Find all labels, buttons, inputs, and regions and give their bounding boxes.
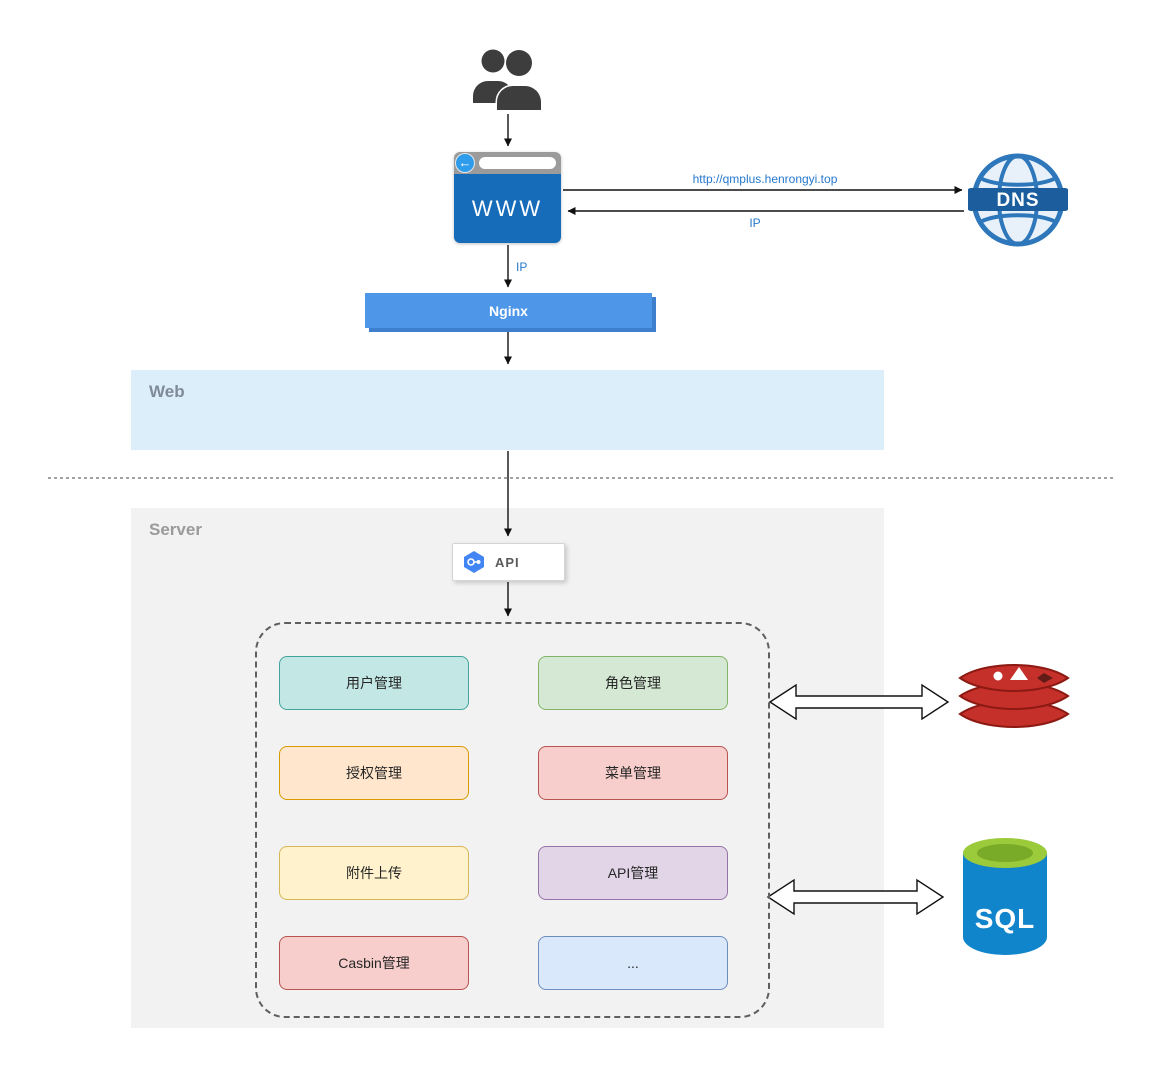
module-label: ...	[627, 955, 639, 971]
module-user-management: 用户管理	[279, 656, 469, 710]
sql-label: SQL	[975, 903, 1036, 934]
module-attachment-upload: 附件上传	[279, 846, 469, 900]
sql-icon-svg: SQL	[963, 838, 1047, 955]
module-label: 授权管理	[346, 765, 402, 781]
api-node: API	[452, 543, 565, 581]
module-label: 附件上传	[346, 865, 402, 881]
redis-icon	[956, 650, 1072, 736]
dns-response-label: IP	[749, 216, 761, 230]
module-label: 用户管理	[346, 675, 402, 691]
users-icon	[468, 46, 546, 114]
globe-latitude-bottom	[979, 213, 1057, 224]
api-label: API	[495, 554, 520, 570]
cylinder-body	[963, 853, 1047, 955]
users-icon-svg	[473, 48, 543, 112]
dns-band	[967, 188, 1069, 211]
nginx-node: Nginx	[365, 293, 652, 328]
browser-nginx-ip-label: IP	[516, 260, 528, 274]
redis-diamond-detail	[1037, 673, 1053, 683]
front-user-head	[504, 48, 534, 78]
module-label: Casbin管理	[338, 955, 410, 971]
module-label: API管理	[607, 865, 659, 881]
module-label: 角色管理	[605, 675, 661, 691]
address-bar	[479, 157, 556, 169]
front-user-body	[495, 84, 543, 112]
cylinder-top-inner	[977, 844, 1033, 862]
browser-toolbar: ←	[454, 152, 561, 174]
browser-window: ← WWW	[454, 152, 561, 243]
module-api-management: API管理	[538, 846, 728, 900]
sql-database-icon: SQL	[953, 833, 1057, 965]
redis-dot-detail	[993, 671, 1003, 681]
module-auth-management: 授权管理	[279, 746, 469, 800]
module-menu-management: 菜单管理	[538, 746, 728, 800]
module-label: 菜单管理	[605, 765, 661, 781]
module-role-management: 角色管理	[538, 656, 728, 710]
back-arrow-icon: ←	[456, 154, 474, 172]
module-more: ...	[538, 936, 728, 990]
browser-body: WWW	[454, 174, 561, 243]
dns-label: DNS	[996, 190, 1039, 211]
browser-label: WWW	[471, 195, 544, 221]
api-hexagon-icon	[464, 551, 484, 573]
web-zone: Web	[131, 370, 884, 450]
back-user-head	[481, 49, 505, 73]
web-zone-label: Web	[149, 382, 185, 401]
module-casbin-management: Casbin管理	[279, 936, 469, 990]
server-zone-label: Server	[149, 520, 202, 539]
modules-container: 用户管理 角色管理 授权管理 菜单管理 附件上传 API管理 Casbin管理 …	[255, 622, 770, 1018]
api-icon-dot	[476, 560, 481, 564]
dns-globe-icon: DNS	[967, 150, 1069, 250]
dns-globe-svg: DNS	[967, 153, 1069, 247]
nginx-label: Nginx	[489, 302, 528, 319]
dns-request-label: http://qmplus.henrongyi.top	[692, 172, 838, 186]
redis-icon-svg	[958, 663, 1070, 729]
redis-star-detail	[1010, 667, 1028, 680]
globe-latitude-top	[979, 176, 1057, 187]
